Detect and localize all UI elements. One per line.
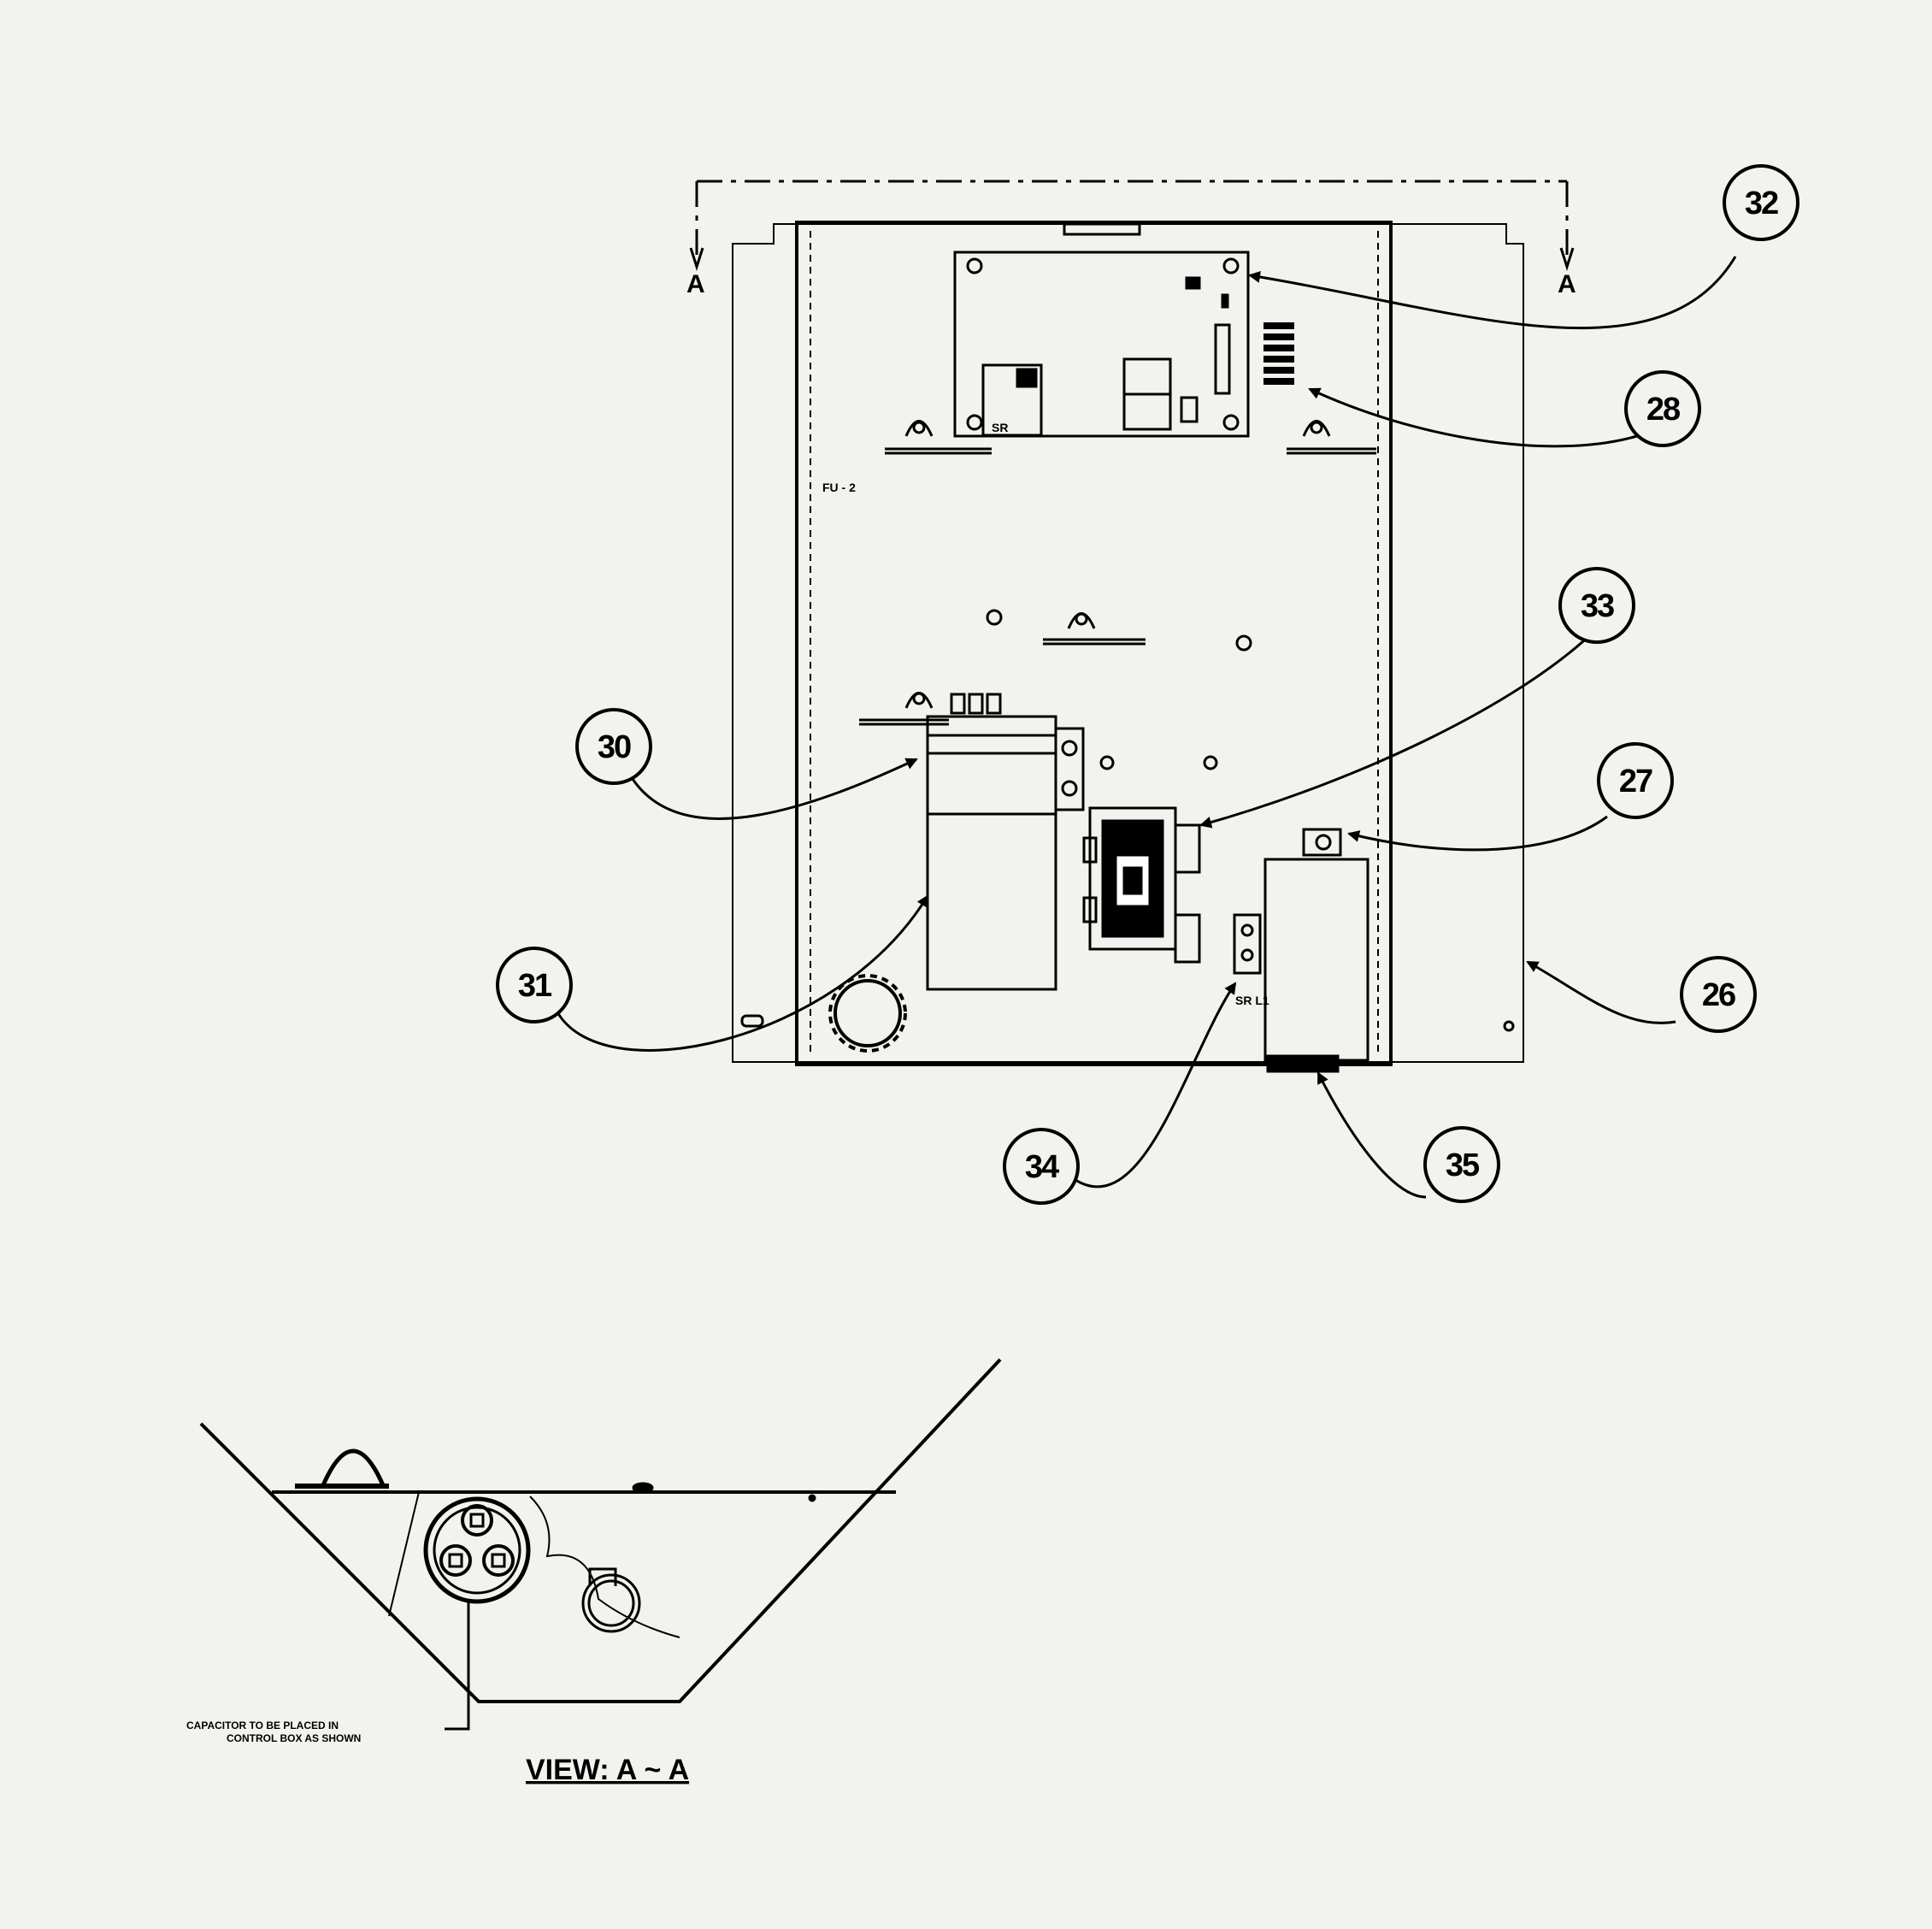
leader-lines xyxy=(554,256,1737,1199)
callout-32-label: 32 xyxy=(1745,186,1778,221)
callout-31: 31 xyxy=(496,947,573,1023)
callout-34: 34 xyxy=(1003,1128,1080,1205)
fuse-marking: FU - 2 xyxy=(822,481,856,494)
callout-27: 27 xyxy=(1597,742,1674,819)
mounting-brackets xyxy=(740,420,1515,1032)
knockout-gear xyxy=(828,974,907,1053)
section-marker-right: A xyxy=(1558,270,1576,298)
callout-33-label: 33 xyxy=(1581,588,1614,624)
back-panel xyxy=(732,223,1524,1063)
control-board xyxy=(953,251,1250,438)
ground-lug xyxy=(581,1567,641,1633)
capacitor-note-line2: CONTROL BOX AS SHOWN xyxy=(227,1732,361,1744)
capacitor xyxy=(423,1496,531,1604)
callout-26: 26 xyxy=(1680,956,1757,1033)
view-caption: VIEW: A ~ A xyxy=(526,1754,689,1786)
capacitor-note-leader xyxy=(445,1601,470,1731)
callout-30-label: 30 xyxy=(598,729,631,765)
callout-34-label: 34 xyxy=(1025,1149,1059,1185)
board-relay-marking: SR xyxy=(992,421,1008,434)
terminal-strip xyxy=(1263,322,1294,385)
section-line-a-a xyxy=(689,180,1575,271)
capacitor-bracket xyxy=(859,692,1085,991)
relay-marking: SR L1 xyxy=(1235,994,1269,1007)
callout-33: 33 xyxy=(1558,567,1635,644)
callout-31-label: 31 xyxy=(518,968,552,1004)
control-box-enclosure xyxy=(795,221,1393,1066)
callout-28: 28 xyxy=(1624,370,1701,447)
callout-28-label: 28 xyxy=(1646,392,1680,428)
relay xyxy=(1233,913,1262,975)
transformer xyxy=(1263,828,1369,1073)
callout-27-label: 27 xyxy=(1619,764,1652,799)
section-marker-left: A xyxy=(686,270,705,298)
callout-26-label: 26 xyxy=(1702,977,1735,1013)
callout-32: 32 xyxy=(1723,164,1799,241)
callout-35-label: 35 xyxy=(1446,1147,1480,1183)
contactor xyxy=(1082,806,1201,964)
capacitor-note-line1: CAPACITOR TO BE PLACED IN xyxy=(186,1720,339,1731)
section-view-a-a xyxy=(199,1358,1002,1703)
callout-30: 30 xyxy=(575,708,652,785)
callout-35: 35 xyxy=(1423,1126,1500,1203)
